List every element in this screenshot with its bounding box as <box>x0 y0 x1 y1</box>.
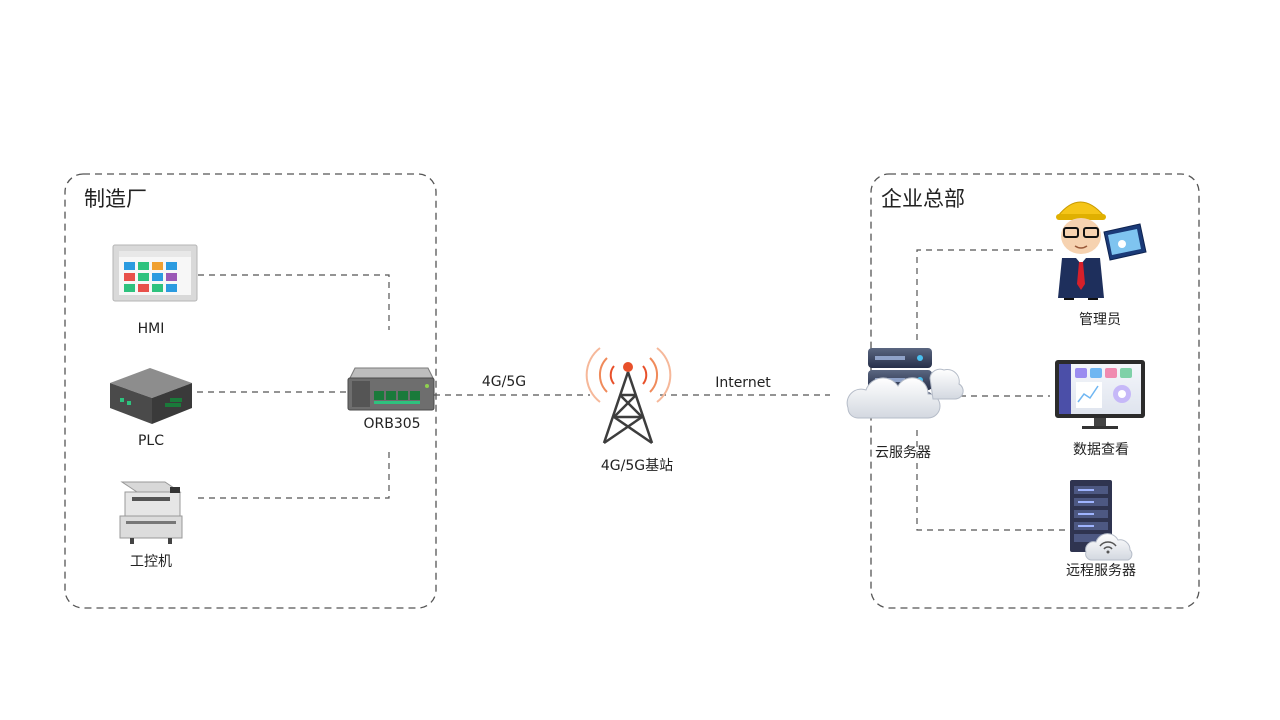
link-ipc-router <box>198 448 390 499</box>
remote-server-icon <box>1070 480 1133 561</box>
admin-label: 管理员 <box>1079 312 1121 328</box>
hmi-label: HMI <box>137 321 165 337</box>
plc-label: PLC <box>137 433 165 449</box>
link-hmi-router <box>198 274 390 330</box>
link-internet-label: Internet <box>715 375 771 391</box>
link-cloud-admin <box>916 249 1055 340</box>
tower-label: 4G/5G基站 <box>600 458 674 474</box>
plc-icon <box>110 368 192 424</box>
router-label: ORB305 <box>363 416 421 432</box>
remote-label: 远程服务器 <box>1066 563 1136 579</box>
zone-factory-title: 制造厂 <box>84 187 147 211</box>
link-4g5g-label: 4G/5G <box>481 374 527 390</box>
tower-icon <box>585 347 672 445</box>
monitor-icon <box>1055 360 1145 429</box>
zone-hq-title: 企业总部 <box>881 187 965 211</box>
hmi-icon <box>112 244 198 302</box>
monitor-label: 数据查看 <box>1073 442 1129 458</box>
admin-icon <box>1056 201 1147 300</box>
ipc-icon <box>119 481 183 544</box>
ipc-label: 工控机 <box>130 554 172 570</box>
link-cloud-remote <box>916 430 1065 531</box>
connection-lines <box>197 249 1065 531</box>
cloud-label: 云服务器 <box>875 445 931 461</box>
router-icon <box>347 367 435 411</box>
cloud-server-icon <box>846 348 964 419</box>
